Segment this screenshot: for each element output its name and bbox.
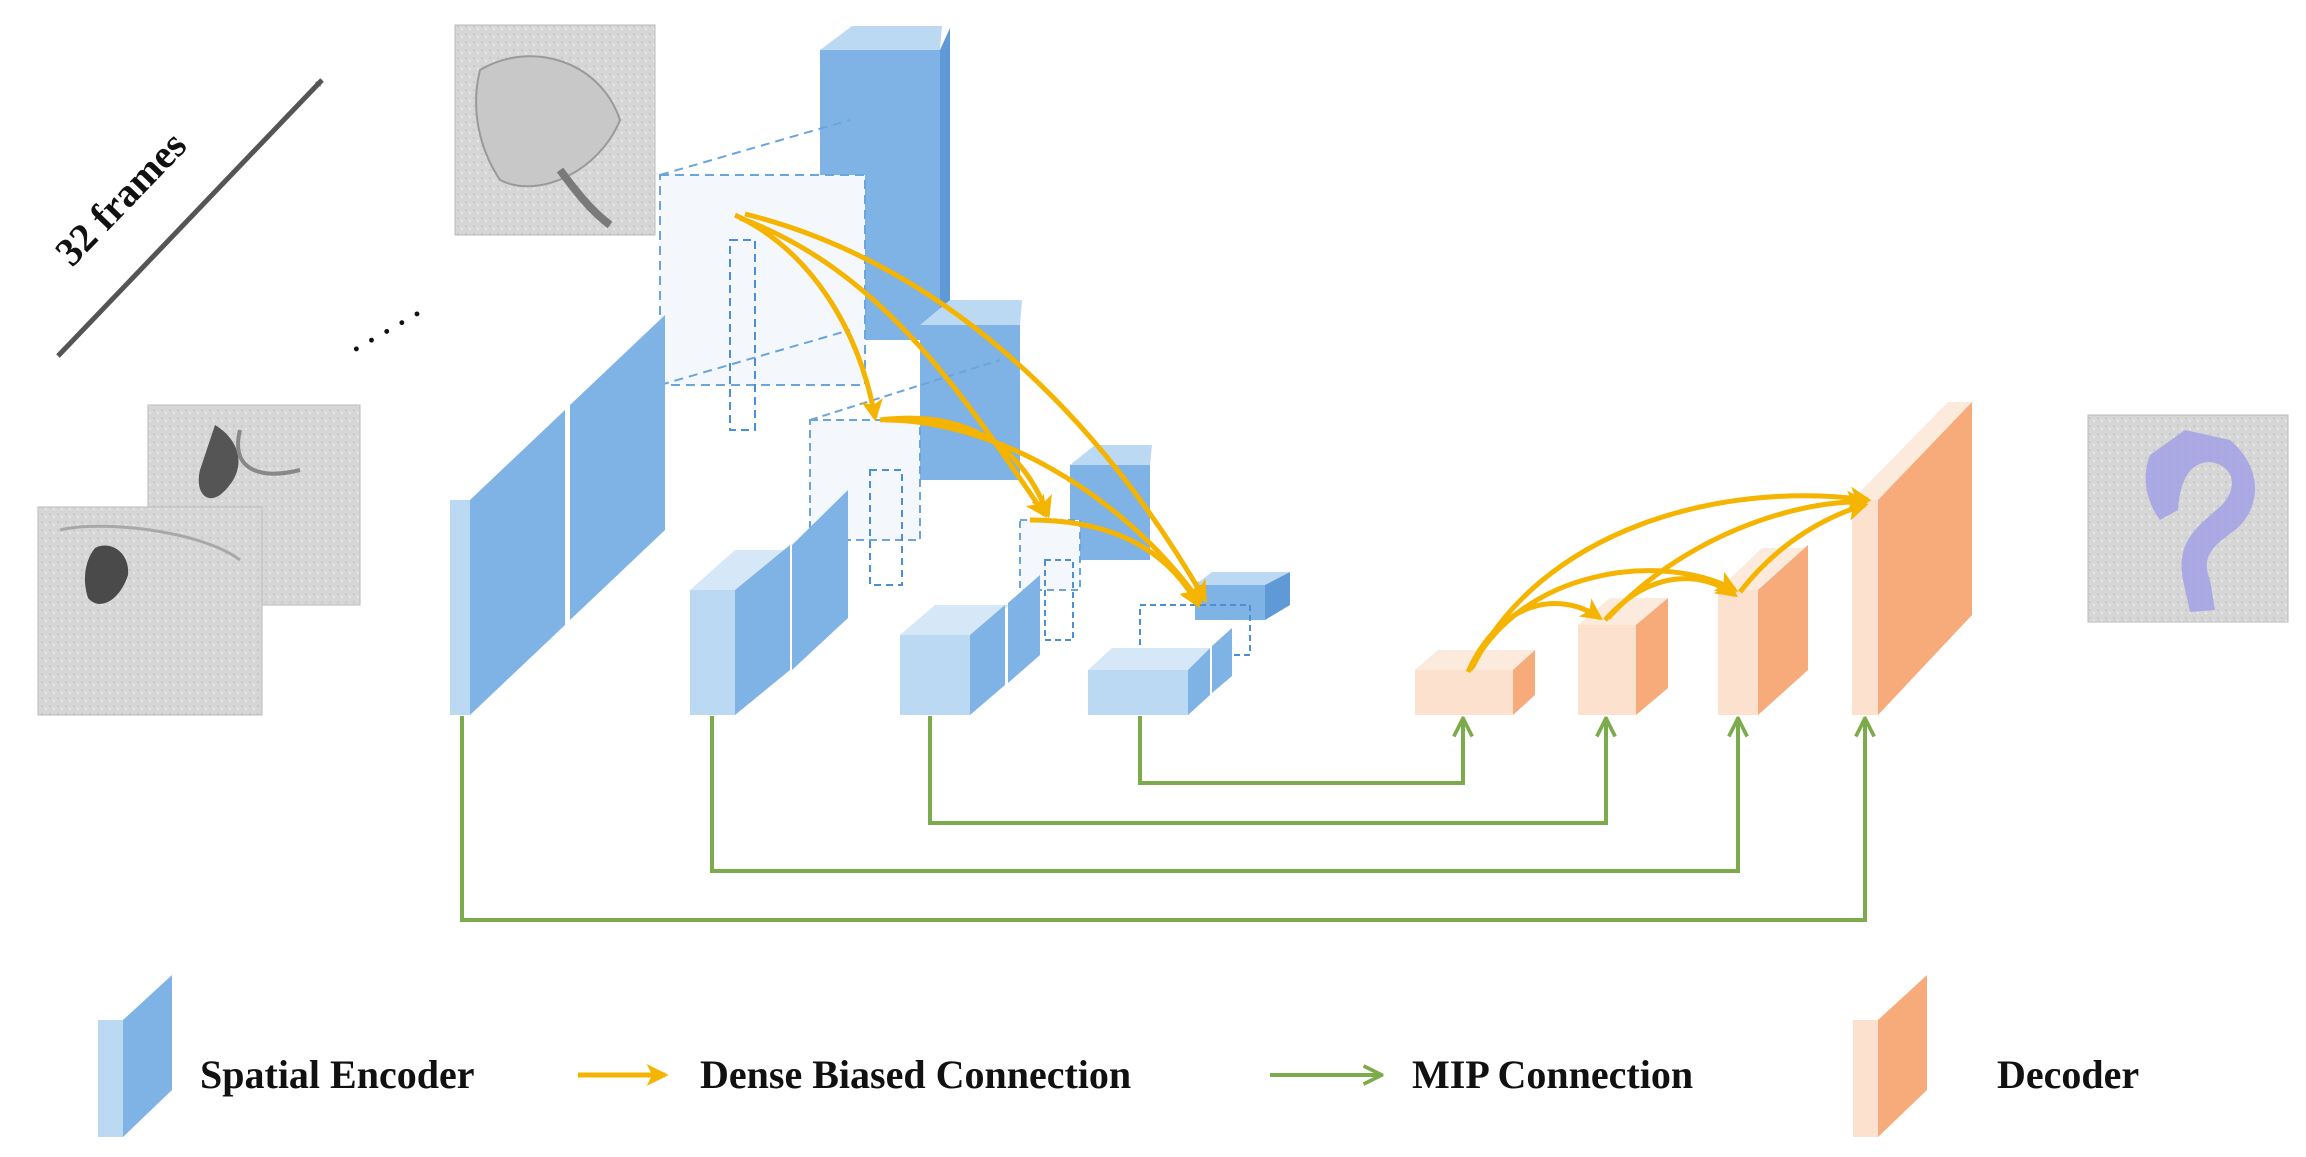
- frames-axis: 32 frames: [46, 78, 324, 358]
- mip-arrow-level-4: [1138, 716, 1463, 785]
- mip-arrow-level-3: [928, 716, 1606, 825]
- encoder-level-4-front: [1088, 670, 1188, 715]
- frames-label: 32 frames: [46, 122, 195, 274]
- encoder-level-4: [1088, 572, 1290, 715]
- dense-arrow-3-4: [1029, 517, 1201, 609]
- encoder-level-3-front: [900, 635, 970, 715]
- legend-spatial-encoder: Spatial Encoder: [200, 1052, 474, 1097]
- dense-arrow-1-4: [744, 211, 1208, 604]
- decoder: [1415, 402, 1972, 715]
- frames-ellipsis: · · · · ·: [344, 297, 430, 366]
- decoder-level-2: [1718, 545, 1808, 715]
- dense-arrow-d2-d1: [1738, 499, 1869, 594]
- dense-arrow-1-3: [739, 215, 1048, 519]
- mip-arrow-level-2: [710, 716, 1738, 873]
- spatial-encoder: [450, 26, 1290, 715]
- dense-arrow-2-4: [884, 417, 1203, 605]
- mip-arrow-level-1: [460, 716, 1865, 922]
- legend-mip-connection: MIP Connection: [1412, 1052, 1693, 1097]
- legend: Spatial Encoder Dense Biased Connection …: [98, 975, 2139, 1137]
- legend-decoder: Decoder: [1997, 1052, 2139, 1097]
- dense-arrow-d4-d1: [1469, 486, 1872, 670]
- mip-connections: [460, 716, 1865, 922]
- dense-biased-connections: [733, 211, 1872, 674]
- encoder-level-2: [690, 300, 1022, 715]
- encoder-level-1: [450, 26, 950, 715]
- legend-dense-biased-connection: Dense Biased Connection: [700, 1052, 1131, 1097]
- dense-arrow-1-2: [733, 212, 883, 422]
- output-mask-image: [2087, 414, 2289, 623]
- encoder-level-2-front: [690, 590, 735, 715]
- input-frame-back: [454, 24, 656, 236]
- dense-arrow-d3-d1: [1606, 490, 1869, 620]
- frames-arrow: [56, 78, 324, 358]
- decoder-level-1: [1852, 402, 1972, 715]
- legend-decoder-icon: [1853, 975, 1927, 1137]
- encoder-level-1-front: [450, 500, 470, 715]
- input-frame-images: [37, 24, 656, 716]
- input-frame-front: [37, 506, 263, 716]
- legend-encoder-icon: [98, 975, 172, 1137]
